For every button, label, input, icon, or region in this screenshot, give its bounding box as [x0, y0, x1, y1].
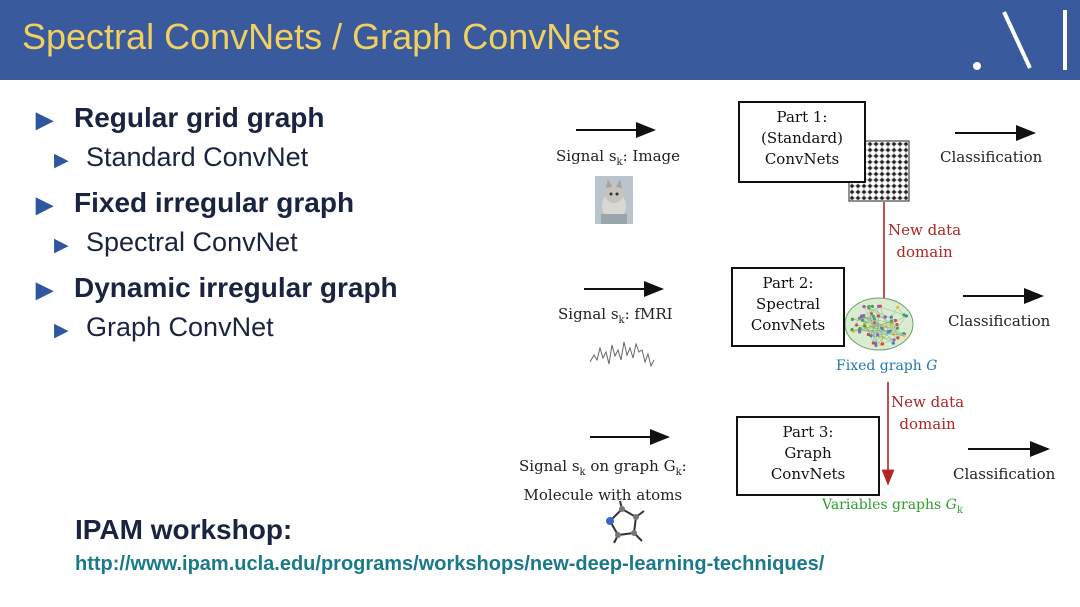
fmri-signal-trace: [589, 341, 655, 368]
brain-graph: [844, 297, 914, 351]
sub-bullet-graph-convnet: ▶Graph ConvNet: [54, 312, 274, 342]
title-bar: Spectral ConvNets / Graph ConvNets: [0, 0, 1080, 80]
classification-label-1: Classification: [940, 148, 1043, 166]
bullet-arrow-icon: ▶: [36, 192, 53, 217]
bullet-dynamic-irregular: ▶Dynamic irregular graph: [36, 272, 398, 303]
three-stroke-logo-icon: [973, 10, 1067, 70]
signal-fmri-label: Signal sk: fMRI: [558, 305, 673, 326]
fixed-graph-label: Fixed graph G: [836, 358, 938, 374]
workshop-heading: IPAM workshop:: [75, 514, 293, 545]
sub-bullet-standard-convnet: ▶Standard ConvNet: [54, 142, 309, 172]
bullet-fixed-irregular: ▶Fixed irregular graph: [36, 187, 355, 218]
classification-label-2: Classification: [948, 312, 1051, 330]
bullet-arrow-icon: ▶: [54, 235, 69, 256]
workshop-link[interactable]: http://www.ipam.ucla.edu/programs/worksh…: [75, 553, 825, 575]
bullet-arrow-icon: ▶: [54, 150, 69, 171]
classification-label-3: Classification: [953, 465, 1056, 483]
part1-box: Part 1:(Standard)ConvNets: [738, 101, 866, 183]
molecule-graph: [606, 500, 645, 544]
bullet-regular-grid: ▶Regular grid graph: [36, 102, 325, 133]
kitten-image: [595, 176, 633, 224]
bullet-arrow-icon: ▶: [36, 277, 53, 302]
slide-title: Spectral ConvNets / Graph ConvNets: [22, 16, 621, 57]
signal-molecule-label: Signal sk on graph Gk:Molecule with atom…: [519, 457, 687, 504]
bullet-arrow-icon: ▶: [54, 320, 69, 341]
sub-bullet-spectral-convnet: ▶Spectral ConvNet: [54, 227, 298, 257]
signal-image-label: Signal sk: Image: [556, 147, 681, 168]
variables-graphs-label: Variables graphs Gk: [822, 497, 963, 516]
bullet-arrow-icon: ▶: [36, 107, 53, 132]
